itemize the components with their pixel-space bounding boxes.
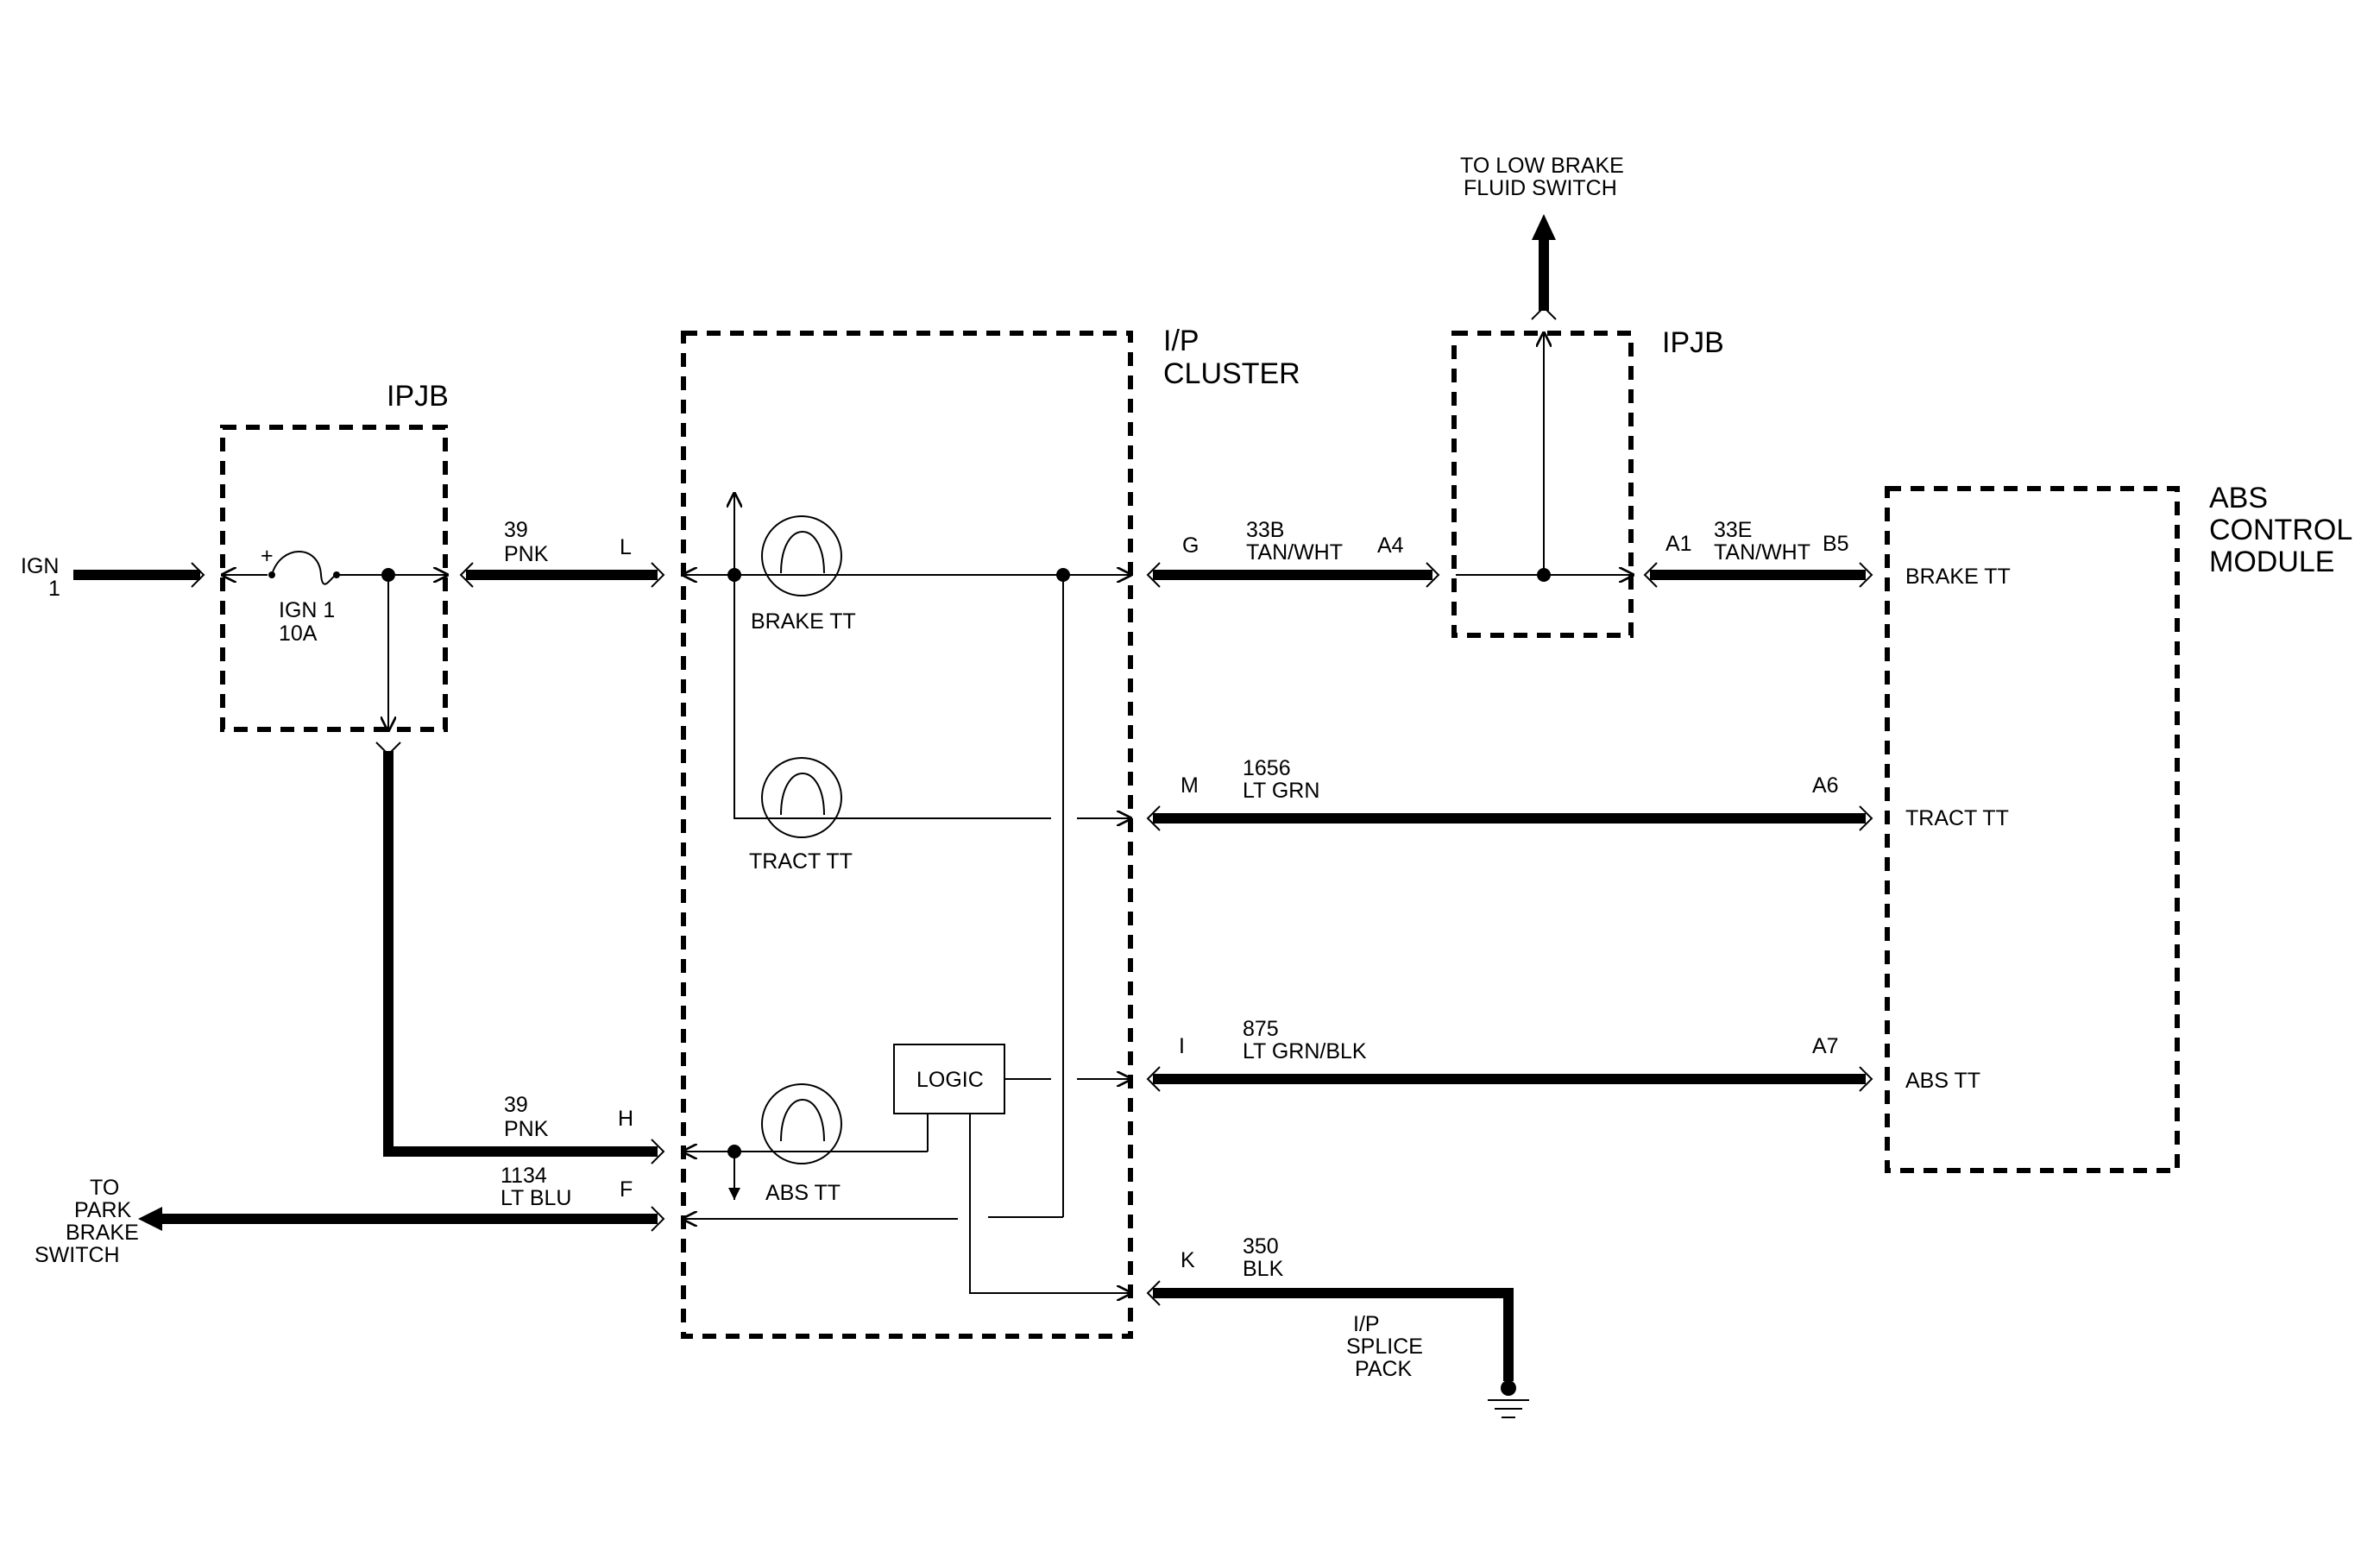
w1134-pin: F: [620, 1177, 633, 1202]
abs-module-label-3: MODULE: [2209, 546, 2334, 578]
w350-circuit: 350: [1243, 1234, 1279, 1259]
logic-label: LOGIC: [916, 1068, 984, 1092]
ipjb-right-label: IPJB: [1662, 326, 1724, 359]
abs-module-label-2: CONTROL: [2209, 514, 2352, 546]
ign-label-2: 1: [48, 577, 60, 601]
w1656-circuit: 1656: [1243, 756, 1291, 780]
w33e-pin-end: B5: [1823, 532, 1849, 556]
w350-connector: [1146, 1280, 1161, 1306]
w33b-circuit: 33B: [1246, 518, 1284, 542]
w875-color: LT GRN/BLK: [1243, 1039, 1367, 1063]
ipjb-right-box: [1451, 331, 1634, 638]
w39-bottom-circuit: 39: [504, 1093, 528, 1117]
ipjb-left-label: IPJB: [387, 380, 449, 413]
w1656-color: LT GRN: [1243, 779, 1319, 803]
w1656-connector-b: [1859, 805, 1873, 831]
logic-ground-line: [969, 1114, 1132, 1293]
abs-module-label-1: ABS: [2209, 482, 2268, 514]
ground-point: [1501, 1380, 1516, 1396]
w39-top-circuit: 39: [504, 518, 528, 542]
w1134-color: LT BLU: [501, 1186, 571, 1210]
w33b-connector-a: [1146, 562, 1161, 588]
fuse-terminal-a: [268, 571, 275, 578]
abs-lamp-filament: [780, 1099, 825, 1142]
w33b-connector-b: [1426, 562, 1440, 588]
w350-color: BLK: [1243, 1257, 1284, 1281]
w350-wire: [1153, 1288, 1514, 1381]
abs-lamp-bulb: [761, 1083, 842, 1164]
tract-lamp-label: TRACT TT: [749, 849, 853, 874]
w875-circuit: 875: [1243, 1017, 1279, 1041]
w39-top-pin: L: [620, 535, 632, 559]
w33e-connector-a: [1643, 562, 1658, 588]
w39-bottom-connector-b: [651, 1139, 665, 1164]
w1134-circuit: 1134: [501, 1164, 547, 1188]
fuse-symbol: [271, 551, 337, 585]
w39-top-connector-b: [651, 562, 665, 588]
w39-top-connector-a: [459, 562, 474, 588]
w39-bottom-color: PNK: [504, 1117, 549, 1141]
ip-cluster-label-1: I/P: [1163, 325, 1199, 357]
fuse-label-1: IGN 1: [279, 598, 335, 622]
splice-label-1: I/P: [1353, 1312, 1380, 1336]
cluster-tract-line: [734, 575, 1051, 819]
fuse-label-2: 10A: [279, 622, 318, 646]
low-fluid-label-2: FLUID SWITCH: [1464, 176, 1617, 200]
module-pin-abs: ABS TT: [1905, 1069, 1980, 1093]
w33e-pin-start: A1: [1665, 532, 1692, 556]
w33b-pin-start: G: [1182, 533, 1199, 558]
ign-connector: [191, 562, 205, 588]
module-pin-brake: BRAKE TT: [1905, 565, 2011, 589]
ip-cluster-label-2: CLUSTER: [1163, 357, 1300, 390]
w33b-pin-end: A4: [1377, 533, 1404, 558]
ip-cluster-box: [681, 331, 1133, 1339]
park-brake-label-4: SWITCH: [35, 1243, 120, 1267]
tract-lamp-bulb: [761, 757, 842, 838]
park-brake-arrow: [138, 1207, 162, 1231]
low-fluid-label-1: TO LOW BRAKE: [1460, 154, 1624, 178]
w1656-pin-end: A6: [1812, 773, 1839, 798]
w1134-connector: [651, 1206, 665, 1232]
w33b-color: TAN/WHT: [1246, 540, 1343, 565]
fuse-polarity: +: [261, 544, 274, 568]
park-brake-label-3: BRAKE: [66, 1221, 139, 1245]
brake-lamp-bulb: [761, 515, 842, 596]
w33e-color: TAN/WHT: [1714, 540, 1810, 565]
w875-pin-end: A7: [1812, 1034, 1839, 1058]
splice-label-3: PACK: [1355, 1357, 1413, 1381]
module-pin-tract: TRACT TT: [1905, 806, 2009, 830]
tract-lamp-filament: [780, 773, 825, 816]
w1656-pin-start: M: [1181, 773, 1199, 798]
w33e-circuit: 33E: [1714, 518, 1752, 542]
w39-top-color: PNK: [504, 542, 549, 566]
splice-label-2: SPLICE: [1346, 1335, 1423, 1359]
brake-lamp-filament: [780, 531, 825, 574]
w350-pin-start: K: [1181, 1248, 1195, 1272]
park-brake-label-1: TO: [90, 1176, 119, 1200]
w875-connector-a: [1146, 1066, 1161, 1092]
abs-module-box: [1885, 486, 2180, 1173]
ground-icon: [1488, 1399, 1529, 1418]
low-fluid-arrow: [1532, 214, 1556, 240]
brake-lamp-label: BRAKE TT: [751, 609, 856, 634]
ipjb-left-box: [220, 425, 448, 732]
ign-label-1: IGN: [21, 554, 59, 578]
abs-lamp-label: ABS TT: [765, 1181, 841, 1205]
w39-bottom-wire: [383, 751, 658, 1157]
park-brake-label-2: PARK: [74, 1198, 132, 1222]
w33e-connector-b: [1859, 562, 1873, 588]
w875-connector-b: [1859, 1066, 1873, 1092]
w1656-connector-a: [1146, 805, 1161, 831]
w39-bottom-pin: H: [618, 1107, 633, 1131]
w875-pin-start: I: [1179, 1034, 1185, 1058]
